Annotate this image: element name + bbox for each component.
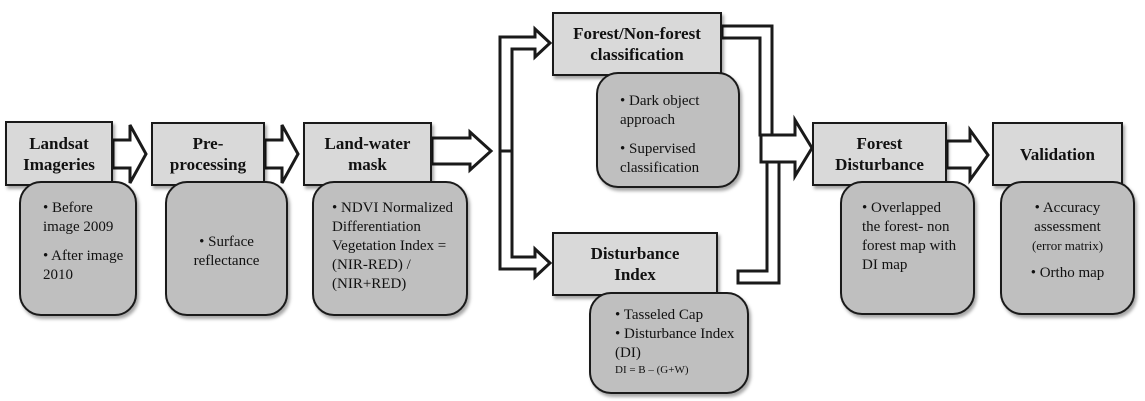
step-validation-title: Validation (992, 122, 1123, 186)
step-disturbance-index-title-line1: Disturbance (590, 244, 680, 263)
detail-item: • Accuracy assessment (1034, 200, 1101, 235)
step-landwater-title-line1: Land-water (324, 134, 411, 153)
step-landwater-details: • NDVI Normalized Differentiation Vegeta… (312, 181, 468, 316)
step-landsat-title-line1: Landsat (29, 133, 89, 153)
step-forest-classification-title: Forest/Non-forest classification (552, 12, 722, 76)
step-landsat-title: Landsat Imageries (5, 121, 113, 186)
step-forest-disturbance-title-line2: Disturbance (835, 155, 924, 174)
step-preprocessing-details: • Surface reflectance (165, 181, 288, 316)
detail-item: • Ortho map (1030, 265, 1105, 281)
step-landsat-details: • Before image 2009 • After image 2010 (19, 181, 137, 316)
detail-item: • Supervised classification (620, 141, 700, 176)
detail-item: • NDVI Normalized Differentiation Vegeta… (332, 200, 454, 292)
detail-item: • Overlapped the forest- non forest map … (862, 200, 957, 273)
step-forest-disturbance-title: Forest Disturbance (812, 122, 947, 186)
step-disturbance-index-title-line2: Index (614, 265, 656, 284)
detail-item: • Tasseled Cap (615, 307, 704, 323)
step-preprocessing-title: Pre- processing (151, 122, 265, 186)
arrow-split-to-disturbance-index (498, 149, 553, 281)
step-preprocessing-title-line2: processing (169, 155, 247, 174)
step-forest-disturbance-details: • Overlapped the forest- non forest map … (840, 181, 975, 315)
step-forest-disturbance-title-line1: Forest (856, 134, 903, 153)
step-forest-classification-details: • Dark object approach • Supervised clas… (596, 72, 740, 188)
step-landwater-title-line2: mask (348, 155, 387, 174)
detail-item: • Surface reflectance (193, 234, 260, 269)
step-landwater-title: Land-water mask (303, 122, 432, 186)
arrow-forest-disturbance-to-validation (945, 125, 990, 185)
step-disturbance-index-details: • Tasseled Cap • Disturbance Index (DI) … (589, 292, 749, 394)
step-forest-classification-title-line2: classification (590, 45, 684, 64)
step-forest-classification-title-line1: Forest/Non-forest (573, 24, 701, 43)
arrow-landsat-to-preprocessing (111, 124, 148, 184)
step-preprocessing-title-line1: Pre- (192, 134, 224, 153)
arrow-merge-to-forest-disturbance (759, 114, 814, 182)
step-validation-title-line1: Validation (1020, 144, 1095, 164)
arrow-preprocessing-to-landwater (263, 124, 300, 184)
detail-item: • Before image 2009 (43, 200, 114, 235)
detail-item-note: (error matrix) (1031, 238, 1104, 253)
arrow-split-to-forest-classification (498, 25, 553, 153)
connector-disturbance-index-to-merge (736, 160, 781, 285)
step-validation-details: • Accuracy assessment (error matrix) • O… (1000, 181, 1135, 315)
detail-item: • Dark object approach (620, 93, 700, 128)
detail-item: • Disturbance Index (DI) (615, 326, 735, 361)
arrow-landwater-to-split (430, 128, 494, 174)
step-landsat-title-line2: Imageries (23, 154, 95, 174)
step-disturbance-index-title: Disturbance Index (552, 232, 718, 296)
detail-item: • After image 2010 (43, 248, 124, 283)
formula-text: DI = B – (G+W) (615, 364, 689, 376)
